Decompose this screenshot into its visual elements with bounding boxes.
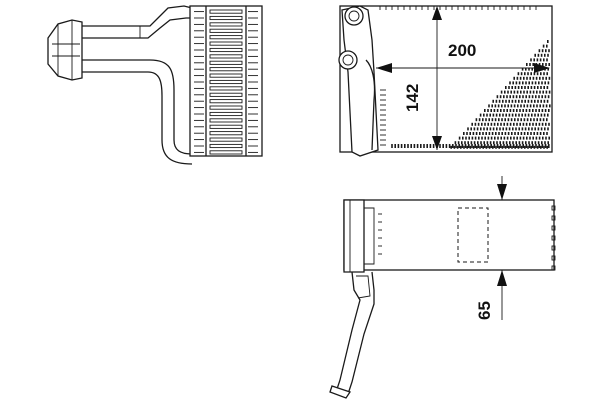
dimension-142: 142 — [376, 63, 550, 112]
dimension-65: 65 — [475, 176, 507, 320]
pipe-outlet — [329, 271, 375, 399]
fin-block-side — [189, 5, 263, 157]
side-view — [47, 5, 263, 165]
fin-ticks-top — [378, 205, 556, 271]
fin-hatching — [391, 40, 551, 149]
dimension-label-depth: 65 — [475, 301, 494, 320]
core-top-outline — [343, 199, 555, 271]
dimension-200: 200 — [432, 6, 476, 150]
dimension-label-width: 200 — [448, 41, 476, 60]
hidden-outline — [457, 207, 489, 263]
pipe-upper — [82, 5, 193, 39]
fin-ticks — [379, 6, 537, 146]
top-view: 65 — [329, 176, 556, 399]
pipe-lower — [82, 59, 193, 165]
pipe-flange — [47, 19, 83, 81]
dimension-label-height: 142 — [403, 84, 422, 112]
header-tank — [338, 5, 379, 157]
front-view: 200 142 — [338, 5, 553, 157]
